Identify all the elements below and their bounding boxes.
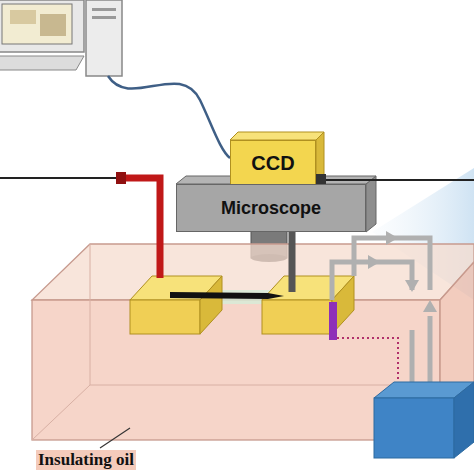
computer [0,0,122,76]
flow-arrowheads [368,231,437,312]
left-electrode [130,276,222,334]
flow-arrows [332,238,430,392]
box-label: Microscope [221,198,321,219]
dotted-signal-line [337,338,398,392]
tank-label: Insulating oil [36,450,136,470]
ccd-cable [108,76,230,158]
right-electrode [262,276,354,334]
microscope-box: Microscope [176,184,366,232]
fiber-sample [170,292,284,299]
left-wire [0,177,120,179]
box-label: CCD [251,152,294,175]
microscope-side [366,176,376,232]
blue-device [374,382,474,458]
red-probe [120,178,160,278]
purple-sensor [329,302,337,340]
leader-line [100,428,130,448]
red-probe-end [116,172,126,184]
ccd-top [230,132,324,140]
right-wire [320,179,474,181]
camera-box: CCD [230,140,316,186]
